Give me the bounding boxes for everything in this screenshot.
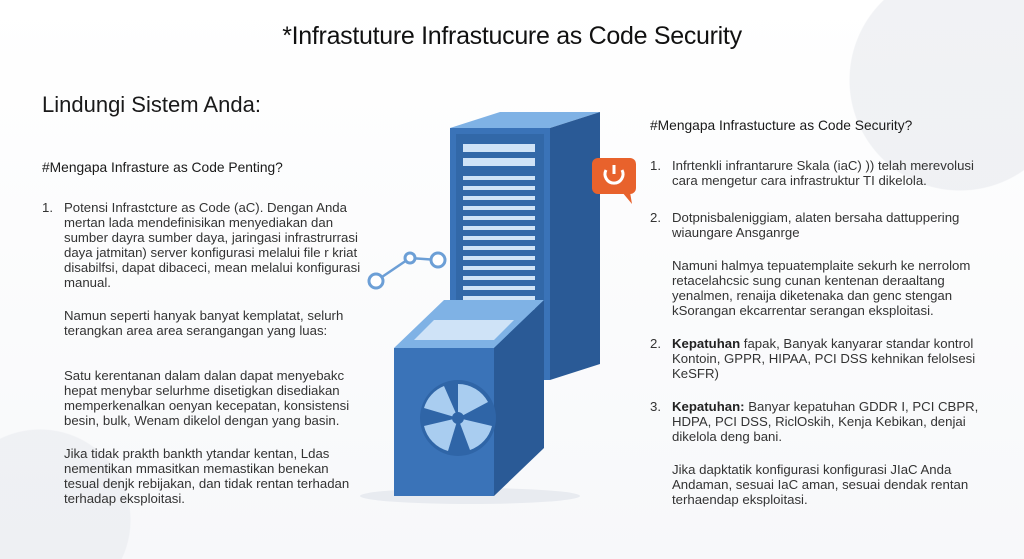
server-unit-icon [394, 300, 544, 496]
list-text: Infrtenkli infrantarure Skala (iaC) )) t… [672, 158, 974, 188]
list-text: Dotpnisbaleniggiam, alaten bersaha dattu… [672, 210, 960, 240]
list-number: 1. [650, 158, 661, 173]
right-list-item-1: 1. Infrtenkli infrantarure Skala (iaC) )… [650, 158, 1000, 188]
left-list-item-1: 1. Potensi Infrastcture as Code (aC). De… [42, 200, 362, 290]
list-number: 1. [42, 200, 53, 215]
list-bold-label: Kepatuhan [672, 336, 741, 351]
page-subtitle: Lindungi Sistem Anda: [42, 92, 261, 117]
network-nodes-icon [367, 251, 447, 290]
list-text: Potensi Infrastcture as Code (aC). Denga… [64, 200, 361, 290]
left-paragraph-1: Namun seperti hanyak banyat kemplatat, s… [64, 308, 344, 338]
right-list-item-3: 2. Kepatuhan fapak, Banyak kanyarar stan… [650, 336, 1000, 381]
right-heading: #Mengapa Infrastucture as Code Security? [650, 118, 913, 133]
right-column: #Mengapa Infrastucture as Code Security?… [650, 118, 1000, 525]
server-fan-icon [420, 380, 496, 456]
left-paragraph-3: Jika tidak prakth bankth ytandar kentan,… [64, 446, 350, 506]
alert-bubble-icon [592, 158, 636, 204]
list-text: Kepatuhan fapak, Banyak kanyarar standar… [672, 336, 1000, 381]
list-number: 3. [650, 399, 661, 414]
left-paragraph-2: Satu kerentanan dalam dalan dapat menyeb… [64, 368, 350, 428]
left-heading: #Mengapa Infrasture as Code Penting? [42, 160, 283, 175]
right-paragraph-1: Namuni halmya tepuatemplaite sekurh ke n… [672, 258, 971, 318]
list-body: fapak, Banyak kanyarar standar kontrol K… [672, 336, 976, 381]
right-list-item-2: 2. Dotpnisbaleniggiam, alaten bersaha da… [650, 210, 1000, 240]
right-list-item-4: 3. Kepatuhan: Banyar kepatuhan GDDR I, P… [650, 399, 1000, 444]
server-illustration [360, 112, 636, 504]
list-bold-label: Kepatuhan: [672, 399, 745, 414]
left-column: #Mengapa Infrasture as Code Penting? 1. … [42, 160, 362, 524]
list-number: 2. [650, 210, 661, 225]
right-paragraph-2: Jika dapktatik konfigurasi konfigurasi J… [672, 462, 969, 507]
list-number: 2. [650, 336, 661, 351]
page-title: *Infrastuture Infrastucure as Code Secur… [282, 22, 742, 50]
list-text: Kepatuhan: Banyar kepatuhan GDDR I, PCI … [672, 399, 1000, 444]
list-body: Banyar kepatuhan GDDR I, PCI CBPR, HDPA,… [672, 399, 979, 444]
